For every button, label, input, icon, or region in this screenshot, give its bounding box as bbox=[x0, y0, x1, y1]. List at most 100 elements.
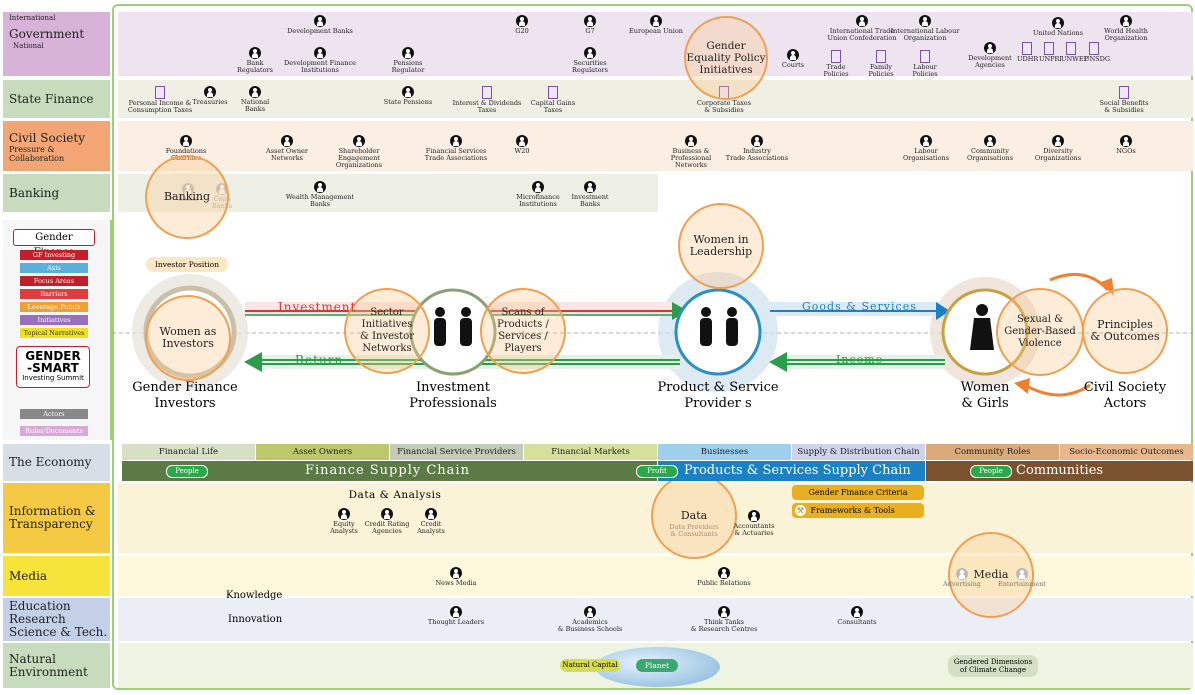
actor-pensions-regulator[interactable]: Pensions Regulator bbox=[368, 47, 448, 74]
doc-udhr[interactable]: UDHR bbox=[1017, 42, 1038, 63]
actor-consultants[interactable]: Consultants bbox=[817, 606, 897, 626]
actor-state-pensions[interactable]: State Pensions bbox=[368, 86, 448, 106]
actor-w20[interactable]: W20 bbox=[482, 135, 562, 155]
tab-supply-distribution[interactable]: Supply & Distribution Chain bbox=[792, 444, 925, 460]
actor-advertising[interactable]: Advertising bbox=[940, 568, 984, 588]
products-supply-chain[interactable]: Products & Services Supply Chain bbox=[658, 461, 925, 481]
actor-shareholder-engagement[interactable]: Shareholder Engagement Organizations bbox=[319, 135, 399, 169]
doc-unsdg[interactable]: UNSDG bbox=[1084, 42, 1110, 63]
person-icon bbox=[314, 181, 326, 193]
tab-community-roles[interactable]: Community Roles bbox=[926, 444, 1059, 460]
climate-tag[interactable]: Gendered Dimensions of Climate Change bbox=[948, 655, 1038, 677]
principles-circle[interactable]: Principles & Outcomes bbox=[1082, 288, 1168, 374]
actor-securities-regulators[interactable]: Securities Regulators bbox=[550, 47, 630, 74]
natural-capital-tag[interactable]: Natural Capital bbox=[560, 659, 620, 672]
person-icon bbox=[180, 135, 192, 147]
doc-social-benefits[interactable]: Social Benefits & Subsidies bbox=[1084, 86, 1164, 114]
person-icon bbox=[956, 568, 968, 580]
actor-data-providers[interactable]: Data Providers & Consultants bbox=[669, 523, 719, 538]
data-circle[interactable]: Data bbox=[651, 473, 737, 559]
actor-diversity-organizations[interactable]: Diversity Organizations bbox=[1018, 135, 1098, 162]
doc-unpri[interactable]: UNPRI bbox=[1039, 42, 1062, 63]
doc-unwep[interactable]: UNWEP bbox=[1061, 42, 1088, 63]
actor-business-networks[interactable]: Business & Professional Networks bbox=[651, 135, 731, 169]
doc-interest-dividends[interactable]: Interest & Dividends Taxes bbox=[447, 86, 527, 114]
actor-european-union[interactable]: European Union bbox=[616, 15, 696, 35]
legend-axis: Axis bbox=[20, 263, 88, 273]
actor-g7[interactable]: G7 bbox=[550, 15, 630, 35]
actor-industry-trade-associations[interactable]: Industry Trade Associations bbox=[717, 135, 797, 162]
gender-smart-logo[interactable]: GENDER -SMART Investing Summit bbox=[16, 346, 90, 388]
professional-silhouettes bbox=[434, 307, 472, 346]
tab-financial-service-providers[interactable]: Financial Service Providers bbox=[390, 444, 523, 460]
women-girls-label: Women & Girls bbox=[960, 380, 1010, 411]
tab-asset-owners[interactable]: Asset Owners bbox=[256, 444, 389, 460]
actor-labour-organisations[interactable]: Labour Organisations bbox=[886, 135, 966, 162]
actor-news-media[interactable]: News Media bbox=[416, 567, 496, 587]
actor-fs-trade-associations[interactable]: Financial Services Trade Associations bbox=[416, 135, 496, 162]
actor-treasuries[interactable]: Treasuries bbox=[170, 86, 250, 106]
frameworks-tools[interactable]: ⚒ Frameworks & Tools bbox=[792, 503, 924, 518]
actor-asset-owner-networks[interactable]: Asset Owner Networks bbox=[247, 135, 327, 162]
tab-financial-life[interactable]: Financial Life bbox=[122, 444, 255, 460]
actor-entertainment[interactable]: Entertainment bbox=[997, 568, 1047, 588]
tab-financial-markets[interactable]: Financial Markets bbox=[524, 444, 657, 460]
doc-trade-policies[interactable]: Trade Policies bbox=[796, 50, 876, 78]
income-label: Income bbox=[836, 353, 884, 366]
actor-community-organisations[interactable]: Community Organisations bbox=[950, 135, 1030, 162]
actor-ituc[interactable]: International Trade Union Confederation bbox=[822, 15, 902, 42]
actor-credit-rating[interactable]: Credit Rating Agencies bbox=[347, 508, 427, 535]
actor-national-banks[interactable]: National Banks bbox=[215, 86, 295, 113]
document-icon bbox=[831, 50, 841, 63]
doc-family-policies[interactable]: Family Policies bbox=[841, 50, 921, 78]
actor-wealth-management[interactable]: Wealth Management Banks bbox=[280, 181, 360, 208]
actor-equity-analysts[interactable]: Equity Analysts bbox=[304, 508, 384, 535]
banking-label: Banking bbox=[3, 174, 110, 212]
actor-courts[interactable]: Courts bbox=[753, 49, 833, 69]
communities-chain[interactable]: Communities bbox=[926, 461, 1193, 481]
actor-united-nations[interactable]: United Nations bbox=[1018, 17, 1098, 37]
person-icon bbox=[584, 606, 596, 618]
women-leadership-circle[interactable]: Women in Leadership bbox=[678, 203, 764, 289]
person-icon bbox=[856, 15, 868, 27]
doc-capital-gains[interactable]: Capital Gains Taxes bbox=[513, 86, 593, 114]
scans-circle[interactable]: Scans of Products / Services / Players bbox=[480, 288, 566, 374]
gender-equality-policy-circle[interactable]: Gender Equality Policy Initiatives bbox=[684, 16, 768, 100]
actor-ilo[interactable]: International Labour Organization bbox=[885, 15, 965, 42]
state-finance-band bbox=[118, 80, 1193, 118]
person-icon bbox=[402, 86, 414, 98]
planet-tag[interactable]: Planet bbox=[636, 659, 678, 672]
actor-bank-regulators[interactable]: Bank Regulators bbox=[215, 47, 295, 74]
doc-labour-policies[interactable]: Labour Policies bbox=[885, 50, 965, 78]
finance-supply-chain[interactable]: Finance Supply Chain bbox=[122, 461, 657, 481]
information-label: Information & Transparency bbox=[3, 483, 110, 553]
person-icon bbox=[718, 567, 730, 579]
actor-microfinance[interactable]: Microfinance Institutions bbox=[498, 181, 578, 208]
actor-ngos[interactable]: NGOs bbox=[1086, 135, 1166, 155]
banking-circle[interactable]: Banking bbox=[145, 155, 229, 239]
actor-g20[interactable]: G20 bbox=[482, 15, 562, 35]
actor-investment-banks[interactable]: Investment Banks bbox=[550, 181, 630, 208]
doc-personal-income-taxes[interactable]: Personal Income & Consumption Taxes bbox=[120, 86, 200, 114]
actor-who[interactable]: World Health Organization bbox=[1086, 15, 1166, 42]
tab-businesses[interactable]: Businesses bbox=[658, 444, 791, 460]
legend-rules: Rules/Documents bbox=[20, 426, 88, 436]
actor-dfi[interactable]: Development Finance Institutions bbox=[280, 47, 360, 74]
gender-finance-criteria[interactable]: Gender Finance Criteria bbox=[792, 485, 924, 500]
legend-leverage-points: Leverage Points bbox=[20, 302, 88, 312]
income-arrowhead bbox=[769, 352, 787, 372]
actor-development-agencies[interactable]: Development Agencies bbox=[950, 42, 1030, 69]
actor-development-banks[interactable]: Development Banks bbox=[280, 15, 360, 35]
actor-think-tanks[interactable]: Think Tanks & Research Centres bbox=[684, 606, 764, 633]
logo-line1: GENDER bbox=[25, 349, 81, 363]
sexual-violence-circle[interactable]: Sexual & Gender-Based Violence bbox=[996, 288, 1084, 376]
tab-socio-economic[interactable]: Socio-Economic Outcomes bbox=[1060, 444, 1193, 460]
actor-academics[interactable]: Academics & Business Schools bbox=[550, 606, 630, 633]
sector-initiatives-circle[interactable]: Sector Initiatives & Investor Networks bbox=[344, 288, 430, 374]
actor-accountants[interactable]: Accountants & Actuaries bbox=[714, 510, 794, 537]
actor-public-relations[interactable]: Public Relations bbox=[684, 567, 764, 587]
actor-credit-analysts[interactable]: Credit Analysts bbox=[391, 508, 471, 535]
women-investors-circle[interactable]: Women as Investors bbox=[145, 295, 231, 381]
natural-label: Natural Environment bbox=[3, 643, 110, 688]
actor-thought-leaders[interactable]: Thought Leaders bbox=[416, 606, 496, 626]
